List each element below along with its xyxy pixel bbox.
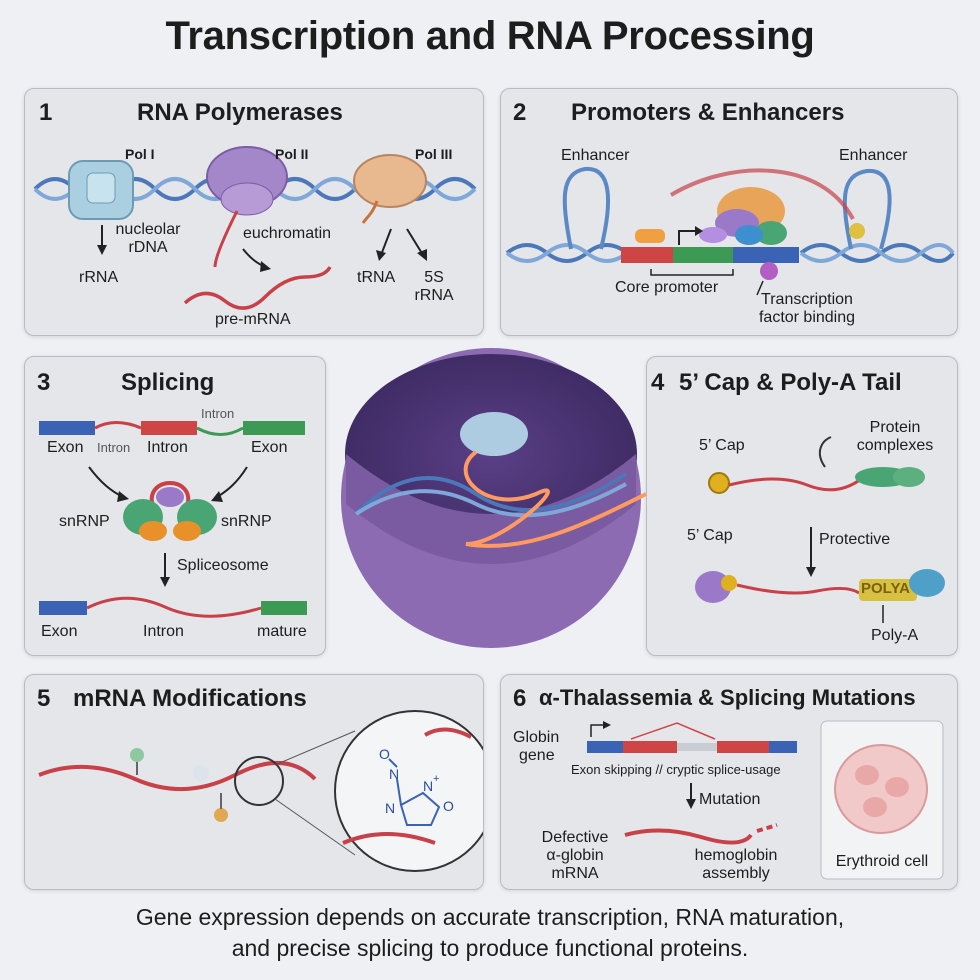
core-promoter-label: Core promoter [615, 279, 719, 296]
intron-mid-label: Intron [147, 439, 188, 456]
footer-line-1: Gene expression depends on accurate tran… [135, 904, 845, 930]
rna-polymerases-illustration [33, 146, 477, 310]
exon-2-label: Exon [251, 439, 288, 456]
gene-label: gene [519, 747, 555, 764]
footer-line-2: and precise splicing to produce function… [231, 935, 749, 961]
panel-title: RNA Polymerases [137, 99, 343, 126]
mrna-label: mRNA [551, 865, 599, 882]
complexes-label: complexes [856, 437, 934, 454]
polya-text: POLYA [861, 580, 910, 597]
panel-number: 3 [37, 369, 51, 396]
exon-3-label: Exon [41, 623, 78, 640]
intron-3-label: Intron [143, 623, 184, 640]
snrnp-right-label: snRNP [221, 513, 272, 530]
erythroid-cell-label: Erythroid cell [835, 853, 929, 870]
globin-label: Globin [513, 729, 560, 746]
panel-thalassemia: 6 α-Thalassemia & Splicing Mutations Glo… [500, 674, 958, 890]
5s-rrna-label: rRNA [414, 287, 454, 304]
pre-mrna-label: pre-mRNA [215, 311, 291, 328]
rdna-label: rDNA [128, 239, 168, 256]
euchromatin-label: euchromatin [243, 225, 332, 242]
thalassemia-illustration [587, 720, 944, 880]
panel-number: 6 [513, 685, 527, 712]
panel-title: Promoters & Enhancers [571, 99, 845, 126]
tf-binding-label-2: factor binding [758, 309, 856, 326]
atom-n3: N [423, 778, 434, 794]
panel-title: Splicing [121, 369, 215, 396]
panel-number: 1 [39, 99, 53, 126]
atom-n1: N [389, 766, 400, 782]
panel-number: 4 [651, 369, 665, 396]
panel-title: 5’ Cap & Poly-A Tail [679, 369, 902, 396]
pol1-label: Pol I [125, 146, 155, 162]
polya-label: Poly-A [871, 627, 919, 644]
panel-title: mRNA Modifications [73, 685, 307, 712]
atom-o1: O [379, 746, 390, 762]
panel-promoters-enhancers: 2 Promoters & Enhancers Enhancer Enhance… [500, 88, 958, 336]
tf-binding-label: Transcription [761, 291, 853, 308]
mrna-modifications-illustration [38, 710, 483, 872]
cap-polya-illustration [695, 436, 945, 623]
promoters-enhancers-illustration [505, 166, 955, 296]
hemoglobin-label: hemoglobin [694, 847, 778, 864]
panel-number: 5 [37, 685, 51, 712]
enhancer-right-label: Enhancer [839, 147, 908, 164]
intron-top-label: Intron [201, 406, 235, 421]
pol2-label: Pol II [275, 146, 309, 162]
rrna-label: rRNA [79, 269, 119, 286]
snrnp-left-label: snRNP [59, 513, 110, 530]
exon-1-label: Exon [47, 439, 84, 456]
alpha-globin-label: α-globin [546, 847, 604, 864]
panel-number: 2 [513, 99, 527, 126]
panel-title: α-Thalassemia & Splicing Mutations [539, 685, 916, 710]
protective-label: Protective [819, 531, 891, 548]
panel-cap-polya: 4 5’ Cap & Poly-A Tail 5’ Cap Protein co… [646, 356, 958, 656]
footer-caption: Gene expression depends on accurate tran… [0, 902, 980, 964]
pol3-label: Pol III [415, 146, 453, 162]
mutation-label: Mutation [699, 791, 761, 808]
cap-2-label: 5’ Cap [687, 527, 733, 544]
atom-n2: N [385, 800, 396, 816]
page-title: Transcription and RNA Processing [165, 14, 815, 58]
panel-splicing: 3 Splicing Intron Exon Intron Intron Exo… [24, 356, 326, 656]
protein-label: Protein [869, 419, 921, 436]
intron-small-label: Intron [97, 440, 131, 455]
enhancer-left-label: Enhancer [561, 147, 630, 164]
atom-o2: O [443, 798, 454, 814]
trna-label: tRNA [357, 269, 396, 286]
assembly-label: assembly [702, 865, 770, 882]
cap-1-label: 5’ Cap [699, 437, 745, 454]
spliceosome-label: Spliceosome [177, 557, 269, 574]
mature-label: mature [257, 623, 307, 640]
exon-skipping-label: Exon skipping // cryptic splice-usage [571, 762, 781, 777]
splicing-illustration [39, 421, 307, 618]
defective-label: Defective [541, 829, 609, 846]
5s-label: 5S [424, 269, 444, 286]
panel-mrna-modifications: 5 mRNA Modifications O N N N + O [24, 674, 484, 890]
nucleus-illustration [341, 348, 647, 648]
panel-rna-polymerases: 1 RNA Polymerases Pol I Pol II Pol III n… [24, 88, 484, 336]
atom-plus: + [433, 773, 440, 785]
nucleolar-label: nucleolar [115, 221, 181, 238]
